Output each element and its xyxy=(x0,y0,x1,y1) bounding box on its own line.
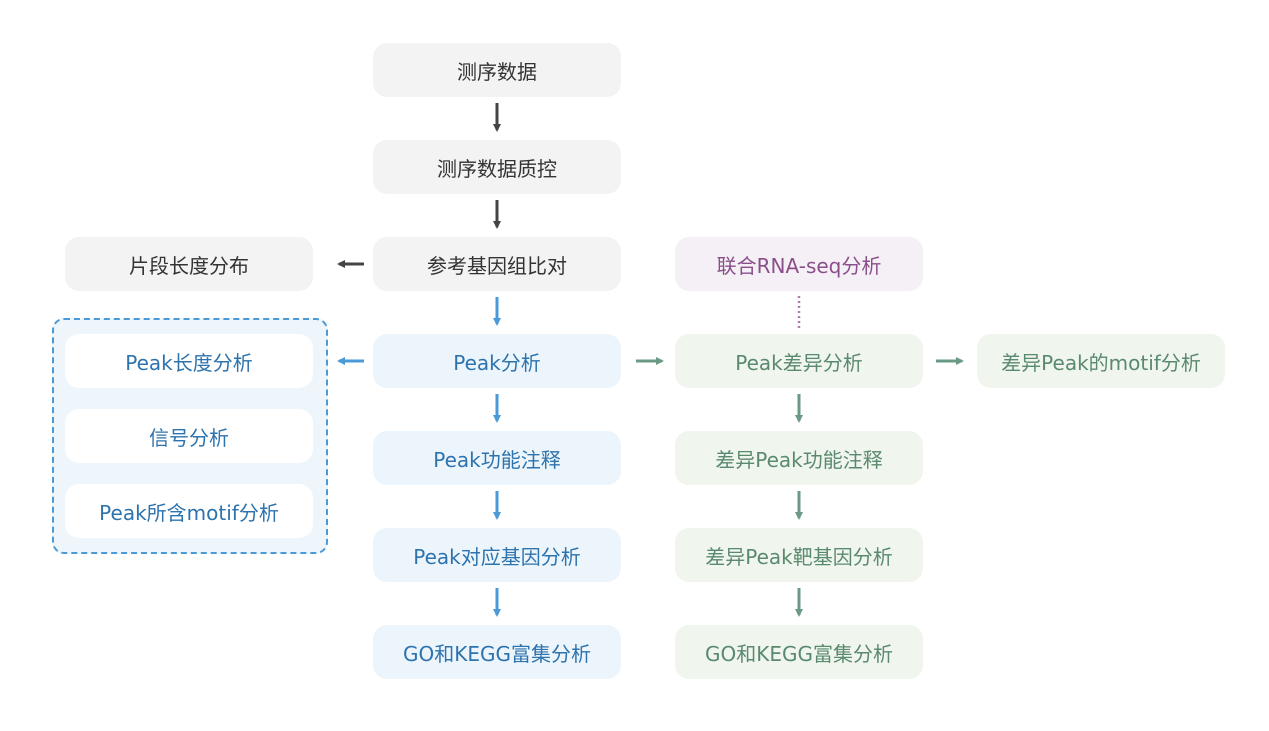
node-label: 信号分析 xyxy=(149,425,229,450)
node-fragment-length: 片段长度分布 xyxy=(65,237,313,291)
node-label: 片段长度分布 xyxy=(129,253,249,278)
node-peak-length: Peak长度分析 xyxy=(65,334,313,388)
node-sequencing-data: 测序数据 xyxy=(373,43,621,97)
node-label: Peak所含motif分析 xyxy=(99,500,279,525)
node-diff-peak: Peak差异分析 xyxy=(675,334,923,388)
node-rna-seq: 联合RNA-seq分析 xyxy=(675,237,923,291)
node-label: 差异Peak的motif分析 xyxy=(1001,350,1201,375)
node-label: GO和KEGG富集分析 xyxy=(403,641,591,666)
node-label: 差异Peak靶基因分析 xyxy=(705,544,893,569)
node-label: 测序数据质控 xyxy=(437,156,557,181)
node-label: Peak对应基因分析 xyxy=(413,544,581,569)
node-peak-motif: Peak所含motif分析 xyxy=(65,484,313,538)
node-label: 差异Peak功能注释 xyxy=(715,447,883,472)
node-label: Peak功能注释 xyxy=(433,447,561,472)
node-peak-annotation: Peak功能注释 xyxy=(373,431,621,485)
node-diff-motif: 差异Peak的motif分析 xyxy=(977,334,1225,388)
node-label: Peak分析 xyxy=(453,350,541,375)
node-peak-genes: Peak对应基因分析 xyxy=(373,528,621,582)
node-peak-gokegg: GO和KEGG富集分析 xyxy=(373,625,621,679)
node-label: 参考基因组比对 xyxy=(427,253,567,278)
node-label: Peak长度分析 xyxy=(125,350,253,375)
node-data-qc: 测序数据质控 xyxy=(373,140,621,194)
node-diff-annotation: 差异Peak功能注释 xyxy=(675,431,923,485)
node-label: 测序数据 xyxy=(457,59,537,84)
node-diff-gokegg: GO和KEGG富集分析 xyxy=(675,625,923,679)
node-diff-target-genes: 差异Peak靶基因分析 xyxy=(675,528,923,582)
node-label: GO和KEGG富集分析 xyxy=(705,641,893,666)
node-reference-alignment: 参考基因组比对 xyxy=(373,237,621,291)
node-peak-analysis: Peak分析 xyxy=(373,334,621,388)
node-label: Peak差异分析 xyxy=(735,350,863,375)
node-signal: 信号分析 xyxy=(65,409,313,463)
node-label: 联合RNA-seq分析 xyxy=(716,253,882,278)
